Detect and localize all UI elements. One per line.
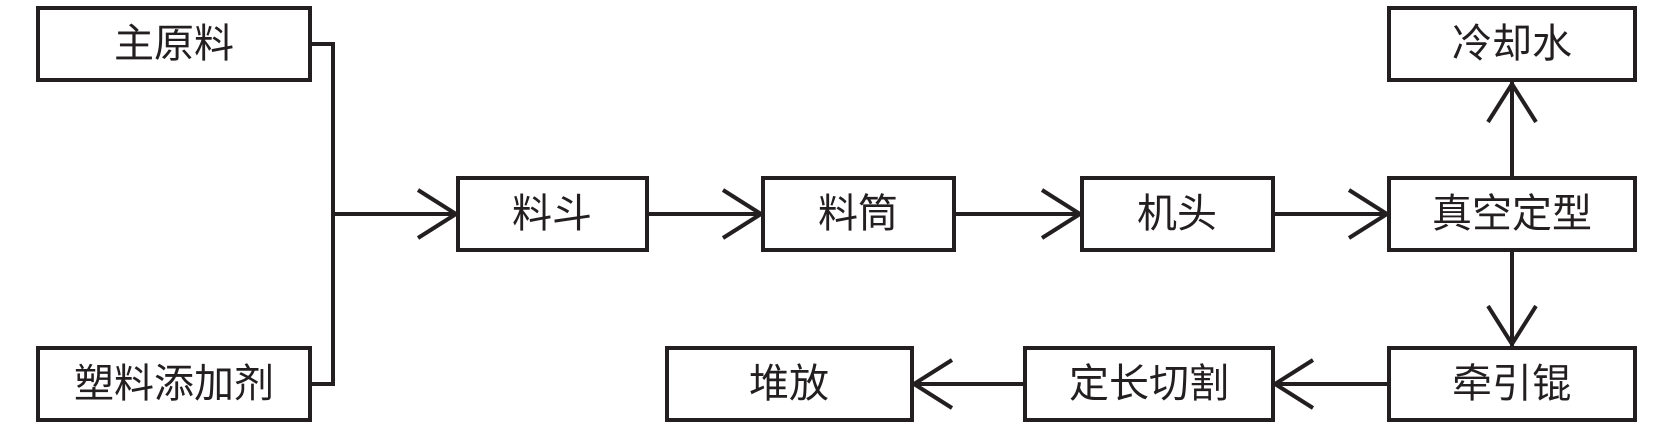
node-box-barrel	[761, 176, 956, 252]
node-main-material: 主原料	[36, 6, 312, 82]
node-box-die-head	[1080, 176, 1275, 252]
node-label-cooling-water: 冷却水	[1452, 21, 1572, 67]
node-cooling-water: 冷却水	[1387, 6, 1637, 82]
node-hopper: 料斗	[456, 176, 649, 252]
node-box-hopper	[456, 176, 649, 252]
node-label-stacking: 堆放	[749, 361, 829, 407]
edge-additive-to-hopper	[310, 214, 335, 386]
node-label-additive: 塑料添加剂	[74, 361, 274, 407]
node-box-cooling-water	[1387, 6, 1637, 82]
node-haul-off-roller: 牵引锟	[1387, 346, 1637, 422]
edge-main-material-to-hopper	[310, 42, 335, 214]
node-label-haul-off-roller: 牵引锟	[1452, 361, 1572, 407]
node-label-die-head: 机头	[1137, 191, 1217, 237]
node-stacking: 堆放	[665, 346, 914, 422]
node-box-main-material	[36, 6, 312, 82]
node-box-haul-off-roller	[1387, 346, 1637, 422]
node-box-stacking	[665, 346, 914, 422]
node-cut-to-length: 定长切割	[1023, 346, 1275, 422]
node-label-vacuum-sizing: 真空定型	[1432, 191, 1592, 237]
node-additive: 塑料添加剂	[36, 346, 312, 422]
node-barrel: 料筒	[761, 176, 956, 252]
node-label-barrel: 料筒	[818, 191, 898, 237]
node-die-head: 机头	[1080, 176, 1275, 252]
node-box-additive	[36, 346, 312, 422]
node-box-vacuum-sizing	[1387, 176, 1637, 252]
arrowhead-haul-off-roller	[1486, 304, 1538, 348]
node-label-cut-to-length: 定长切割	[1069, 361, 1229, 407]
node-label-main-material: 主原料	[114, 21, 234, 67]
node-label-hopper: 料斗	[512, 191, 592, 237]
node-vacuum-sizing: 真空定型	[1387, 176, 1637, 252]
arrowhead-cooling-water	[1486, 80, 1538, 124]
node-box-cut-to-length	[1023, 346, 1275, 422]
